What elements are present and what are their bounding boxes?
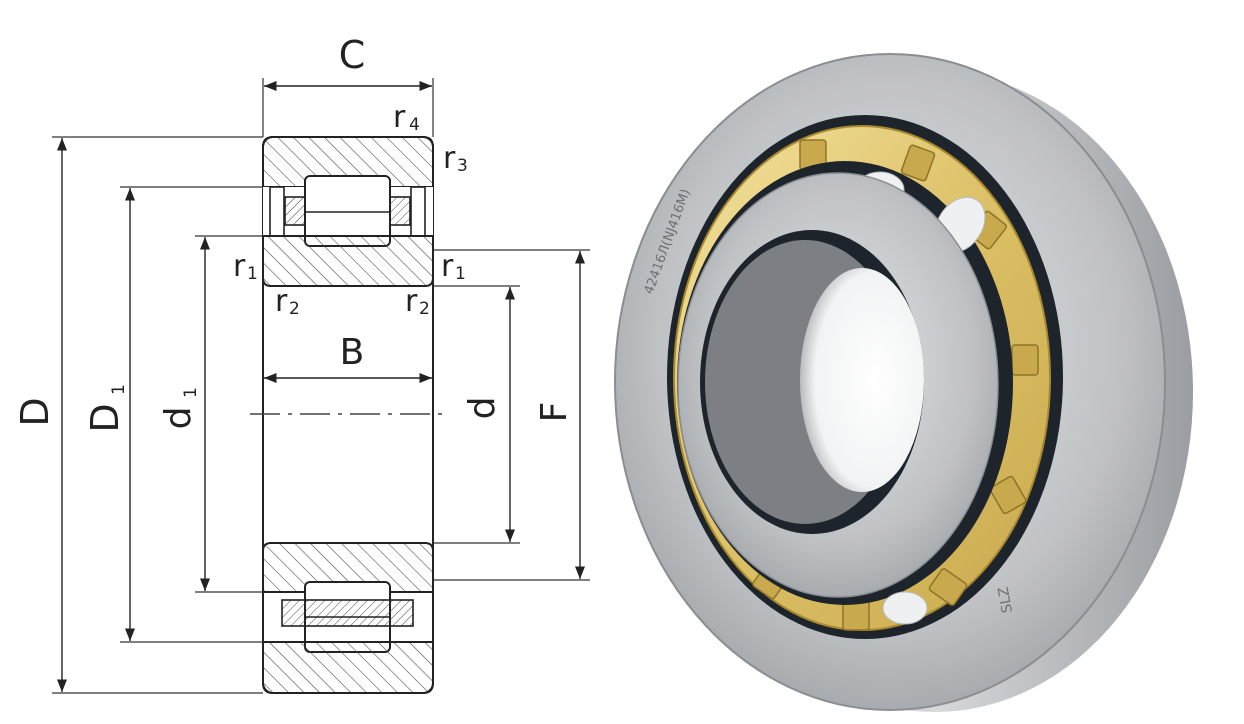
svg-text:1: 1 [109, 384, 129, 395]
label-r2-left: r 2 [275, 284, 300, 319]
svg-text:r: r [441, 249, 454, 284]
bearing-photo: 42416Л(NJ416M) SLZ [614, 53, 1193, 712]
technical-drawing: C B D D 1 d 1 d F r 4 r 3 r [13, 33, 590, 694]
label-r3: r 3 [443, 141, 468, 176]
extension-lines [52, 78, 590, 694]
label-r1-right: r 1 [441, 249, 466, 284]
svg-text:d: d [158, 407, 199, 430]
svg-text:r: r [233, 249, 246, 284]
label-r2-right: r 2 [405, 284, 430, 319]
label-r1-left: r 1 [233, 249, 258, 284]
svg-text:r: r [443, 141, 456, 176]
label-F: F [534, 402, 575, 423]
label-d: d [462, 397, 503, 420]
label-D: D [13, 397, 57, 426]
svg-text:2: 2 [289, 299, 300, 319]
svg-text:D: D [83, 403, 127, 432]
label-C: C [339, 33, 366, 77]
svg-text:2: 2 [419, 299, 430, 319]
outer-ring-bottom-section [262, 542, 434, 694]
label-r4: r 4 [393, 100, 420, 135]
svg-text:1: 1 [181, 387, 201, 398]
bore-opening [800, 268, 924, 492]
outer-ring-top-section [262, 136, 434, 287]
svg-text:r: r [405, 284, 418, 319]
svg-text:r: r [275, 284, 288, 319]
svg-text:r: r [393, 100, 406, 135]
brand-marking: SLZ [996, 585, 1016, 614]
dimension-labels: C B D D 1 d 1 d F r 4 r 3 r [13, 33, 575, 433]
dimension-lines [56, 80, 586, 692]
svg-text:3: 3 [457, 156, 468, 176]
svg-text:1: 1 [247, 264, 258, 284]
label-B: B [340, 332, 365, 373]
svg-text:4: 4 [409, 115, 420, 135]
label-d1: d 1 [158, 387, 201, 429]
label-D1: D 1 [83, 384, 129, 432]
svg-text:1: 1 [455, 264, 466, 284]
